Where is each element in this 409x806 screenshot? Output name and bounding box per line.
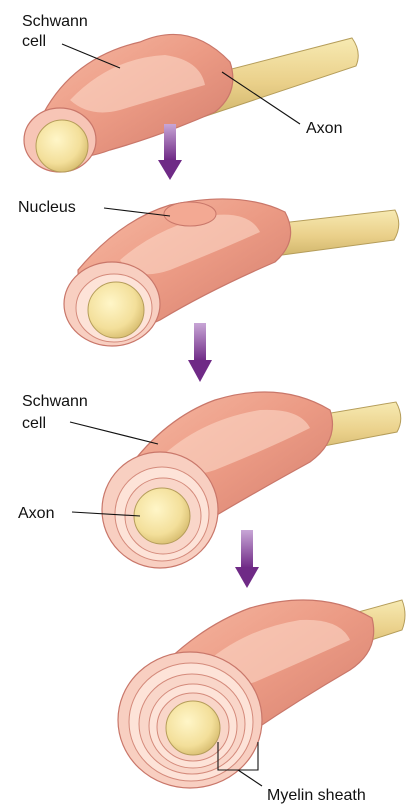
stage-2-axon-core <box>88 282 144 338</box>
stage-1-illustration <box>24 34 358 172</box>
stage-4-illustration <box>118 600 405 788</box>
stage-2-nucleus-bulge <box>164 202 216 226</box>
stage-3-schwann-label-line2: cell <box>22 415 46 432</box>
stage-1-schwann-label-line2: cell <box>22 33 46 50</box>
down-arrow-2-icon <box>188 323 212 382</box>
stage-1-axon-core <box>36 120 88 172</box>
stage-3-schwann-leader <box>70 422 158 444</box>
stage-1-schwann-label-line1: Schwann <box>22 13 88 30</box>
down-arrow-3-icon <box>235 530 259 588</box>
stage-1-axon-label: Axon <box>306 120 342 137</box>
stage-3-axon-core <box>134 488 190 544</box>
stage-4-axon-core <box>166 701 220 755</box>
stage-3-axon-label: Axon <box>18 505 54 522</box>
stage-3-schwann-label-line1: Schwann <box>22 393 88 410</box>
myelin-sheath-label: Myelin sheath <box>267 787 366 804</box>
myelin-sheath-leader <box>238 770 262 786</box>
stage-2-illustration <box>64 199 399 346</box>
stage-2-nucleus-label: Nucleus <box>18 199 76 216</box>
